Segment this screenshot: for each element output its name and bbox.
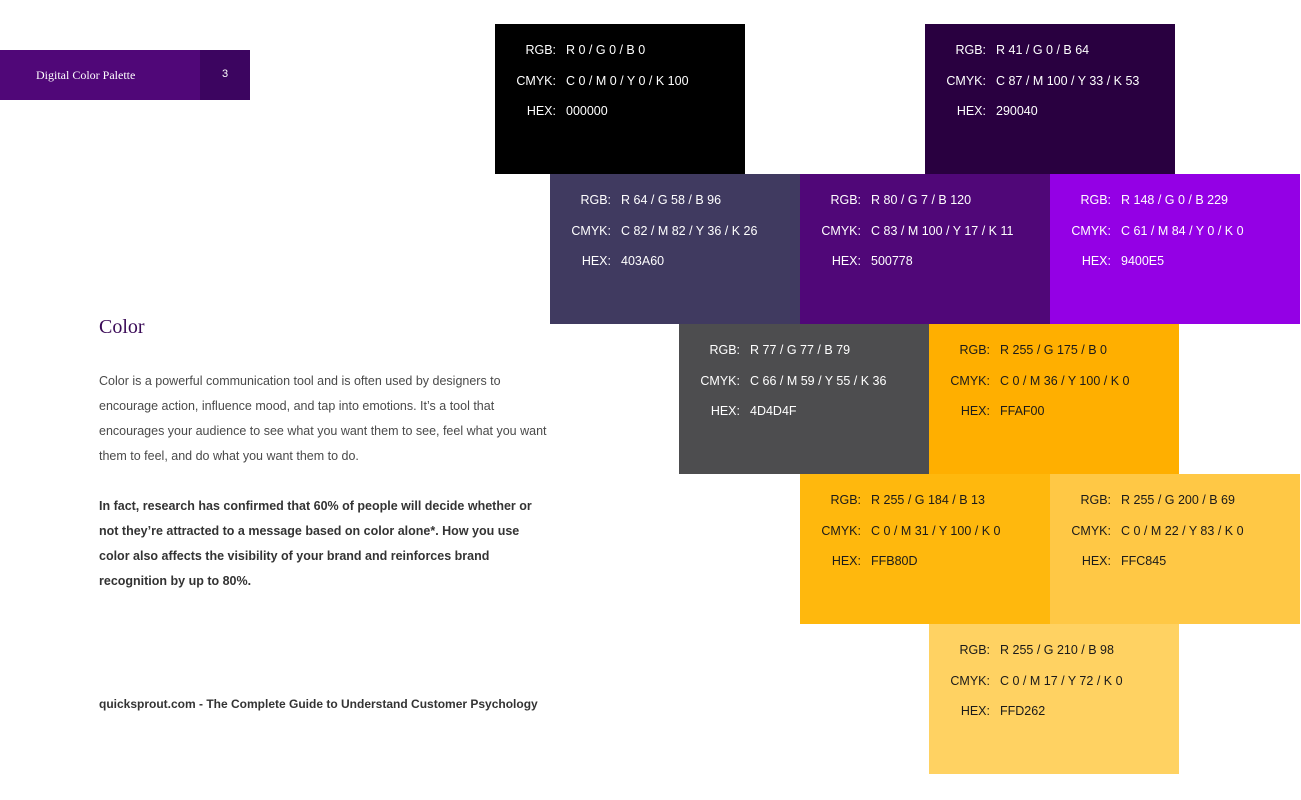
swatch-orange: RGB: R 255 / G 175 / B 0 CMYK: C 0 / M 36 … bbox=[929, 324, 1179, 474]
cmyk-value: C 0 / M 31 / Y 100 / K 0 bbox=[871, 524, 1001, 538]
rgb-value: R 77 / G 77 / B 79 bbox=[750, 343, 851, 357]
emphasis-paragraph: In fact, research has confirmed that 60%… bbox=[99, 499, 532, 588]
page-number-box: 3 bbox=[200, 50, 250, 100]
cmyk-value: C 66 / M 59 / Y 55 / K 36 bbox=[750, 374, 887, 388]
cmyk-value: C 82 / M 82 / Y 36 / K 26 bbox=[621, 224, 758, 238]
cmyk-label: CMYK: bbox=[571, 224, 611, 238]
swatch-light-gold: RGB: R 255 / G 210 / B 98 CMYK: C 0 / M 17… bbox=[929, 624, 1179, 774]
cmyk-label: CMYK: bbox=[700, 374, 740, 388]
cmyk-value: C 0 / M 0 / Y 0 / K 100 bbox=[566, 74, 689, 88]
cmyk-label: CMYK: bbox=[950, 674, 990, 688]
rgb-value: R 64 / G 58 / B 96 bbox=[621, 193, 722, 207]
rgb-label: RGB: bbox=[830, 193, 861, 207]
hex-label: HEX: bbox=[960, 704, 990, 718]
rgb-label: RGB: bbox=[955, 43, 986, 57]
hex-value: FFB80D bbox=[871, 554, 918, 568]
swatch-dark-purple: RGB: R 41 / G 0 / B 64 CMYK: C 87 / M 100 … bbox=[925, 24, 1175, 174]
rgb-value: R 0 / G 0 / B 0 bbox=[566, 43, 646, 57]
rgb-label: RGB: bbox=[1080, 193, 1111, 207]
cmyk-value: C 0 / M 36 / Y 100 / K 0 bbox=[1000, 374, 1130, 388]
swatch-charcoal: RGB: R 77 / G 77 / B 79 CMYK: C 66 / M 59 … bbox=[679, 324, 929, 474]
rgb-value: R 255 / G 200 / B 69 bbox=[1121, 493, 1235, 507]
cmyk-value: C 0 / M 22 / Y 83 / K 0 bbox=[1121, 524, 1244, 538]
hex-value: FFC845 bbox=[1121, 554, 1167, 568]
hex-label: HEX: bbox=[1081, 554, 1111, 568]
rgb-label: RGB: bbox=[580, 193, 611, 207]
hex-label: HEX: bbox=[526, 104, 556, 118]
cmyk-label: CMYK: bbox=[516, 74, 556, 88]
swatch-purple: RGB: R 80 / G 7 / B 120 CMYK: C 83 / M 100… bbox=[800, 174, 1050, 324]
rgb-label: RGB: bbox=[959, 343, 990, 357]
cmyk-label: CMYK: bbox=[1071, 524, 1111, 538]
swatch-violet: RGB: R 148 / G 0 / B 229 CMYK: C 61 / M 84… bbox=[1050, 174, 1300, 324]
hex-label: HEX: bbox=[1081, 254, 1111, 268]
cmyk-label: CMYK: bbox=[946, 74, 986, 88]
cmyk-label: CMYK: bbox=[821, 224, 861, 238]
rgb-value: R 41 / G 0 / B 64 bbox=[996, 43, 1090, 57]
swatch-gold: RGB: R 255 / G 200 / B 69 CMYK: C 0 / M 22… bbox=[1050, 474, 1300, 624]
rgb-label: RGB: bbox=[830, 493, 861, 507]
hex-label: HEX: bbox=[960, 404, 990, 418]
hex-value: 9400E5 bbox=[1121, 254, 1165, 268]
cmyk-label: CMYK: bbox=[821, 524, 861, 538]
cmyk-value: C 0 / M 17 / Y 72 / K 0 bbox=[1000, 674, 1123, 688]
cmyk-value: C 61 / M 84 / Y 0 / K 0 bbox=[1121, 224, 1244, 238]
swatch-black: RGB: R 0 / G 0 / B 0 CMYK: C 0 / M 0 / Y 0… bbox=[495, 24, 745, 174]
intro-paragraph: Color is a powerful communication tool a… bbox=[99, 374, 547, 463]
header-title: Digital Color Palette bbox=[36, 68, 136, 82]
rgb-value: R 80 / G 7 / B 120 bbox=[871, 193, 972, 207]
rgb-value: R 255 / G 175 / B 0 bbox=[1000, 343, 1108, 357]
cmyk-label: CMYK: bbox=[950, 374, 990, 388]
rgb-label: RGB: bbox=[525, 43, 556, 57]
section-title: Color bbox=[99, 316, 145, 338]
swatch-slate-purple: RGB: R 64 / G 58 / B 96 CMYK: C 82 / M 82 … bbox=[550, 174, 800, 324]
hex-value: 500778 bbox=[871, 254, 913, 268]
hex-label: HEX: bbox=[710, 404, 740, 418]
hex-label: HEX: bbox=[581, 254, 611, 268]
cmyk-label: CMYK: bbox=[1071, 224, 1111, 238]
cmyk-value: C 83 / M 100 / Y 17 / K 11 bbox=[871, 224, 1014, 238]
rgb-value: R 148 / G 0 / B 229 bbox=[1121, 193, 1229, 207]
rgb-label: RGB: bbox=[1080, 493, 1111, 507]
source-citation: quicksprout.com - The Complete Guide to … bbox=[99, 697, 538, 711]
hex-value: 000000 bbox=[566, 104, 608, 118]
page-number: 3 bbox=[221, 68, 229, 80]
cmyk-value: C 87 / M 100 / Y 33 / K 53 bbox=[996, 74, 1140, 88]
rgb-label: RGB: bbox=[709, 343, 740, 357]
hex-value: FFAF00 bbox=[1000, 404, 1045, 418]
header-tab: Digital Color Palette 3 bbox=[0, 50, 250, 100]
rgb-value: R 255 / G 184 / B 13 bbox=[871, 493, 985, 507]
hex-value: 403A60 bbox=[621, 254, 665, 268]
rgb-label: RGB: bbox=[959, 643, 990, 657]
hex-label: HEX: bbox=[831, 254, 861, 268]
hex-value: 4D4D4F bbox=[750, 404, 797, 418]
swatch-amber: RGB: R 255 / G 184 / B 13 CMYK: C 0 / M 31… bbox=[800, 474, 1050, 624]
hex-label: HEX: bbox=[956, 104, 986, 118]
hex-label: HEX: bbox=[831, 554, 861, 568]
rgb-value: R 255 / G 210 / B 98 bbox=[1000, 643, 1114, 657]
hex-value: FFD262 bbox=[1000, 704, 1046, 718]
hex-value: 290040 bbox=[996, 104, 1038, 118]
